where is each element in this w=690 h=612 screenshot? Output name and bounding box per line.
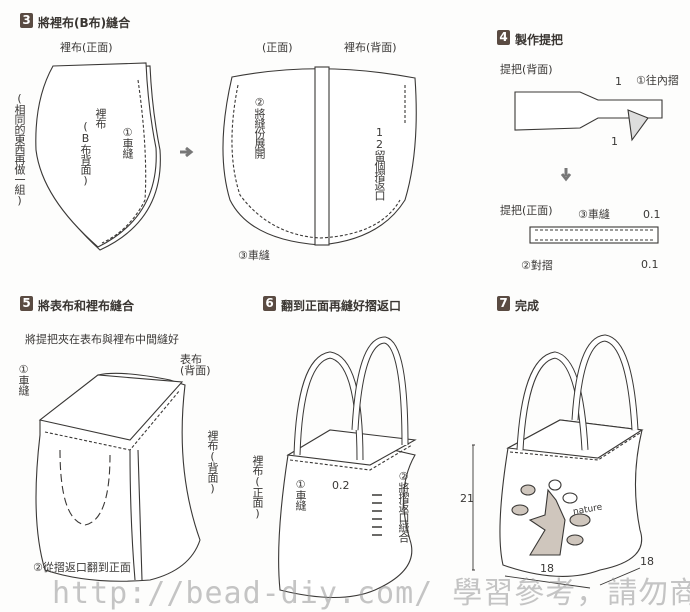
step-5-sew1: ①車縫 [17,363,30,395]
step-7-title: 完成 [515,299,540,313]
base-dimension-lines [504,567,641,589]
arrow-right-icon [180,146,194,158]
dim-top: 1 [615,75,622,88]
handle-front-label: 提把(正面) [500,204,553,217]
margin-top: 0.1 [643,208,661,221]
note-handle: 將提把夾在表布與裡布中間縫好 [25,333,179,346]
fold-half-label: ②對摺 [521,259,553,272]
bag-right-side-drawing [278,336,417,599]
open-seam-label: ②將縫份展開 [253,96,266,158]
step-5-badge: 5 [20,296,33,311]
step-3-title: 將裡布(B布)縫合 [38,16,131,30]
arrow-down-icon [560,168,572,182]
close-opening-label: ②將摺返口縫合 [397,470,410,542]
step-6-sew1: ①車縫 [294,478,307,510]
width-dimension: 18 [540,562,554,575]
outer-back-label: 表布(背面) [180,353,211,377]
height-dimension-line [472,444,475,571]
label-front: (正面) [262,41,293,54]
margin-label: 0.2 [332,479,350,492]
step-7-badge: 7 [497,296,510,311]
label-b-back: (B布背面) [79,120,92,186]
tree-applique [528,488,566,556]
handle-back-label: 提把(背面) [500,63,553,76]
note-make-another: (相同的東西再做一組) [13,92,26,206]
iron-icon [627,109,649,142]
dim-bottom: 1 [611,135,618,148]
step-3-sew3: ③車縫 [238,249,270,262]
margin-bottom: 0.1 [641,258,659,271]
label-lining-front: 裡布(正面) [60,41,113,54]
leave-opening-label: 12留個摺返口 [373,126,386,200]
label-lining-b: 裡布 [94,108,107,128]
step-4-sew3: ③車縫 [578,208,610,221]
height-dimension: 21 [460,492,474,505]
step-4-title: 製作提把 [515,33,564,47]
step-4-badge: 4 [497,30,510,45]
handle-fold-drawing [514,91,663,142]
handle-finished-drawing [529,226,659,244]
label-lining-back: 裡布(背面) [344,41,397,54]
lining-piece-opened [222,66,417,246]
step-3-badge: 3 [20,13,33,28]
lining-piece-folded [35,62,161,251]
depth-dimension: 18 [640,555,654,568]
step-3-sew1: ①車縫 [121,126,134,158]
finished-bag-drawing [472,334,644,589]
lining-back-label: 裡布(背面) [206,430,219,494]
step-6-badge: 6 [263,296,276,311]
step-5-title: 將表布和裡布縫合 [38,299,135,313]
fold-in-label: ①往內摺 [636,74,679,87]
bag-inside-out-drawing [35,372,201,582]
step-6-lining-front: 裡布(正面) [251,455,264,519]
turn-out-label: ②從摺返口翻到正面 [33,561,131,574]
step-6-title: 翻到正面再縫好摺返口 [281,299,402,313]
watermark: http://bead-diy.com/ 學習參考，請勿商用 [52,576,690,611]
